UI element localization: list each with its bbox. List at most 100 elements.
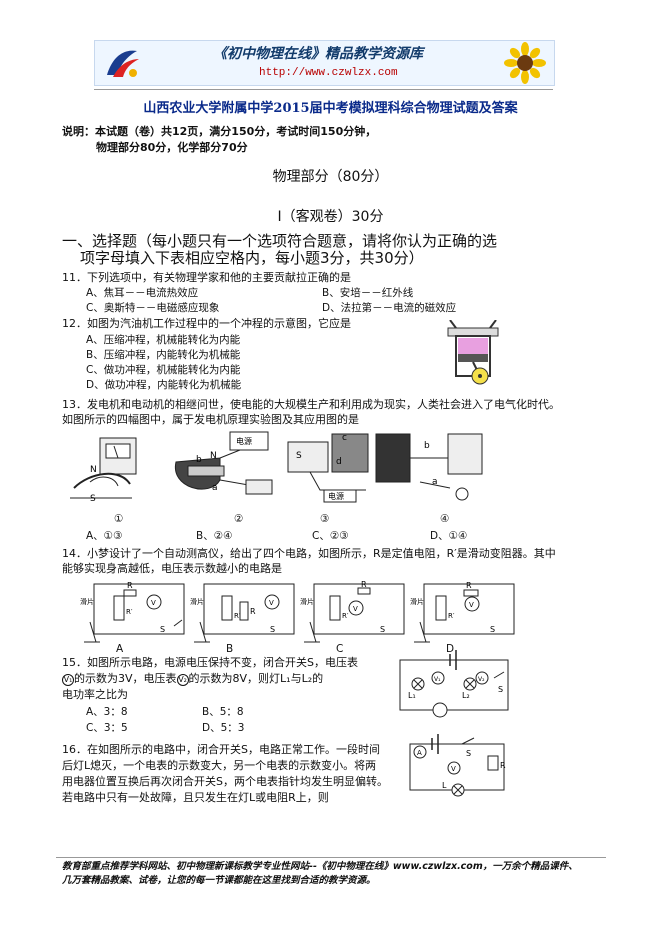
exam-note-line1: 说明：本试题（卷）共12页，满分150分，考试时间150分钟， <box>62 125 377 138</box>
q14-rp-b: R′ <box>234 612 241 620</box>
q15-circuit: L₁ L₂ S V₁ V₂ <box>399 650 509 718</box>
q16-label-r: R <box>500 761 506 770</box>
q14-v-b: V <box>269 599 274 607</box>
q16-label-s: S <box>466 749 471 758</box>
q14-fig-label-d: D <box>446 643 455 655</box>
voltmeter-v1-icon: V₁ <box>62 674 74 686</box>
part-title: Ⅰ（客观卷）30分 <box>277 209 384 225</box>
exam-note-line2: 物理部分80分，化学部分70分 <box>96 141 248 154</box>
footer-divider <box>56 857 606 858</box>
q12-stem: 12．如图为汽油机工作过程中的一个冲程的示意图，它应是 <box>62 317 351 330</box>
q15-stem-line3: 电功率之比为 <box>62 688 128 701</box>
q12-option-b: B、压缩冲程，内能转化为机械能 <box>86 349 241 361</box>
q13-label-d: d <box>336 457 342 467</box>
q14-fig-label-c: C <box>336 643 344 655</box>
q15-option-a: A、3：8 <box>86 706 128 718</box>
q13-label-n: N <box>90 465 97 475</box>
q16-stem-line4: 若电路中只有一处故障，且只发生在灯L或电阻R上，则 <box>62 791 329 804</box>
q14-rp-d: R′ <box>448 612 455 620</box>
q14-v-d: V <box>469 601 474 609</box>
q16-label-a: A <box>417 749 422 757</box>
document-title: 山西农业大学附属中学2015届中考模拟理科综合物理试题及答案 <box>143 101 518 116</box>
q13-label-a2: a <box>432 477 438 487</box>
banner-title: 《初中物理在线》精品教学资源库 <box>213 46 423 62</box>
q13-label-n2: N <box>210 451 217 461</box>
q14-rp-a: R′ <box>126 608 133 616</box>
q14-r-d: R <box>466 581 472 590</box>
q13-label-power2: 电源 <box>328 491 344 501</box>
q13-figure-1 <box>70 437 137 499</box>
q13-figure-2 <box>175 431 273 495</box>
q16-stem-line2: 后灯L熄灭，一个电表的示数变大，另一个电表的示数变小。将两 <box>62 759 377 772</box>
q14-s-b: S <box>270 625 275 634</box>
q15-option-d: D、5：3 <box>202 722 245 734</box>
q14-v-a: V <box>151 599 156 607</box>
footer-line2: 几万套精品教案、试卷，让您的每一节课都能在这里找到合适的教学资源。 <box>62 875 376 886</box>
q15-stem-line2-pre: 的示数为3V，电压表 <box>74 672 177 685</box>
engine-stroke-figure <box>447 320 499 385</box>
q15-option-b: B、5：8 <box>202 706 244 718</box>
q14-r-c: R <box>361 580 367 589</box>
q16-label-v: V <box>451 765 456 773</box>
q15-label-v1: V₁ <box>434 676 441 683</box>
section-title: 物理部分（80分） <box>272 169 389 185</box>
q13-option-b: B、②④ <box>196 530 233 542</box>
q13-figure-3 <box>287 433 369 503</box>
banner-url[interactable]: http://www.czwlzx.com <box>259 67 398 79</box>
q14-slider-label-a: 滑片 <box>80 597 94 606</box>
q13-figure-4 <box>375 433 483 501</box>
q13-fig-label-2: ② <box>234 513 244 525</box>
q14-stem-line1: 14．小梦设计了一个自动测高仪，给出了四个电路，如图所示，R是定值电阻，R′是滑… <box>62 547 556 560</box>
q14-circuits: 滑片 滑片 滑片 滑片 R R R R R′ R′ R′ R′ V V V V … <box>80 580 515 643</box>
q13-label-s2: S <box>296 451 302 461</box>
q12-option-a: A、压缩冲程，机械能转化为内能 <box>86 334 241 346</box>
q14-fig-label-b: B <box>226 643 234 655</box>
banner-divider <box>94 89 553 90</box>
q16-stem-line3: 用电器位置互换后再次闭合开关S，两个电表指针均发生明显偏转。 <box>62 775 388 788</box>
q14-slider-label-b: 滑片 <box>190 597 204 606</box>
site-logo-icon <box>107 50 139 77</box>
choice-heading-line2: 项字母填入下表相应空格内，每小题3分，共30分） <box>80 249 424 267</box>
q14-slider-label-c: 滑片 <box>300 597 314 606</box>
q16-label-l: L <box>442 781 447 790</box>
footer-line1: 教育部重点推荐学科网站、初中物理新课标教学专业性网站--《初中物理在线》www.… <box>62 861 578 872</box>
q13-label-power1: 电源 <box>236 436 252 446</box>
q14-v-c: V <box>353 605 358 613</box>
q13-stem-line1: 13．发电机和电动机的相继问世，使电能的大规模生产和利用成为现实，人类社会进入了… <box>62 398 560 411</box>
q13-label-a: a <box>212 483 218 493</box>
q14-rp-c: R′ <box>342 612 349 620</box>
q13-label-b: b <box>196 455 202 465</box>
voltmeter-v2-icon: V₂ <box>176 674 189 686</box>
q15-stem-line2-post: 的示数为8V，则灯L₁与L₂的 <box>188 672 324 685</box>
q12-option-c: C、做功冲程，机械能转化为内能 <box>86 364 241 376</box>
q14-s-c: S <box>380 625 385 634</box>
q11-option-d: D、法拉第－－电流的磁效应 <box>322 302 457 314</box>
q15-label-v2: V₂ <box>478 676 485 683</box>
q11-option-c: C、奥斯特－－电磁感应现象 <box>86 302 220 314</box>
q15-label-l1: L₁ <box>408 691 416 700</box>
q13-fig-label-1: ① <box>114 513 124 525</box>
q15-label-l2: L₂ <box>462 691 470 700</box>
q16-stem-line1: 16．在如图所示的电路中，闭合开关S，电路正常工作。一段时间 <box>62 743 380 756</box>
q14-slider-label-d: 滑片 <box>410 597 424 606</box>
q13-option-c: C、②③ <box>312 530 349 542</box>
q13-option-d: D、①④ <box>430 530 468 542</box>
header-banner: 《初中物理在线》精品教学资源库 http://www.czwlzx.com <box>94 40 555 86</box>
q13-label-b2: b <box>424 441 430 451</box>
q13-fig-label-4: ④ <box>440 513 450 525</box>
q11-stem: 11．下列选项中，有关物理学家和他的主要贡献拉正确的是 <box>62 271 351 284</box>
q13-label-s1: S <box>90 494 96 504</box>
q15-label-s: S <box>498 685 503 694</box>
q11-option-b: B、安培－－红外线 <box>322 287 414 299</box>
q14-stem-line2: 能够实现身高越低，电压表示数越小的电路是 <box>62 562 282 575</box>
q14-fig-label-a: A <box>116 643 124 655</box>
q13-option-a: A、①③ <box>86 530 123 542</box>
q14-r-b: R <box>250 607 256 616</box>
q13-figures: N S 电源 N b a S d c 电源 b a <box>70 431 483 504</box>
q11-option-a: A、焦耳－－电流热效应 <box>86 287 199 299</box>
q13-fig-label-3: ③ <box>320 513 330 525</box>
q15-stem-line1: 15．如图所示电路，电源电压保持不变，闭合开关S，电压表 <box>62 656 358 669</box>
q14-r-a: R <box>127 581 133 590</box>
q16-circuit: A S R V L <box>409 734 506 797</box>
